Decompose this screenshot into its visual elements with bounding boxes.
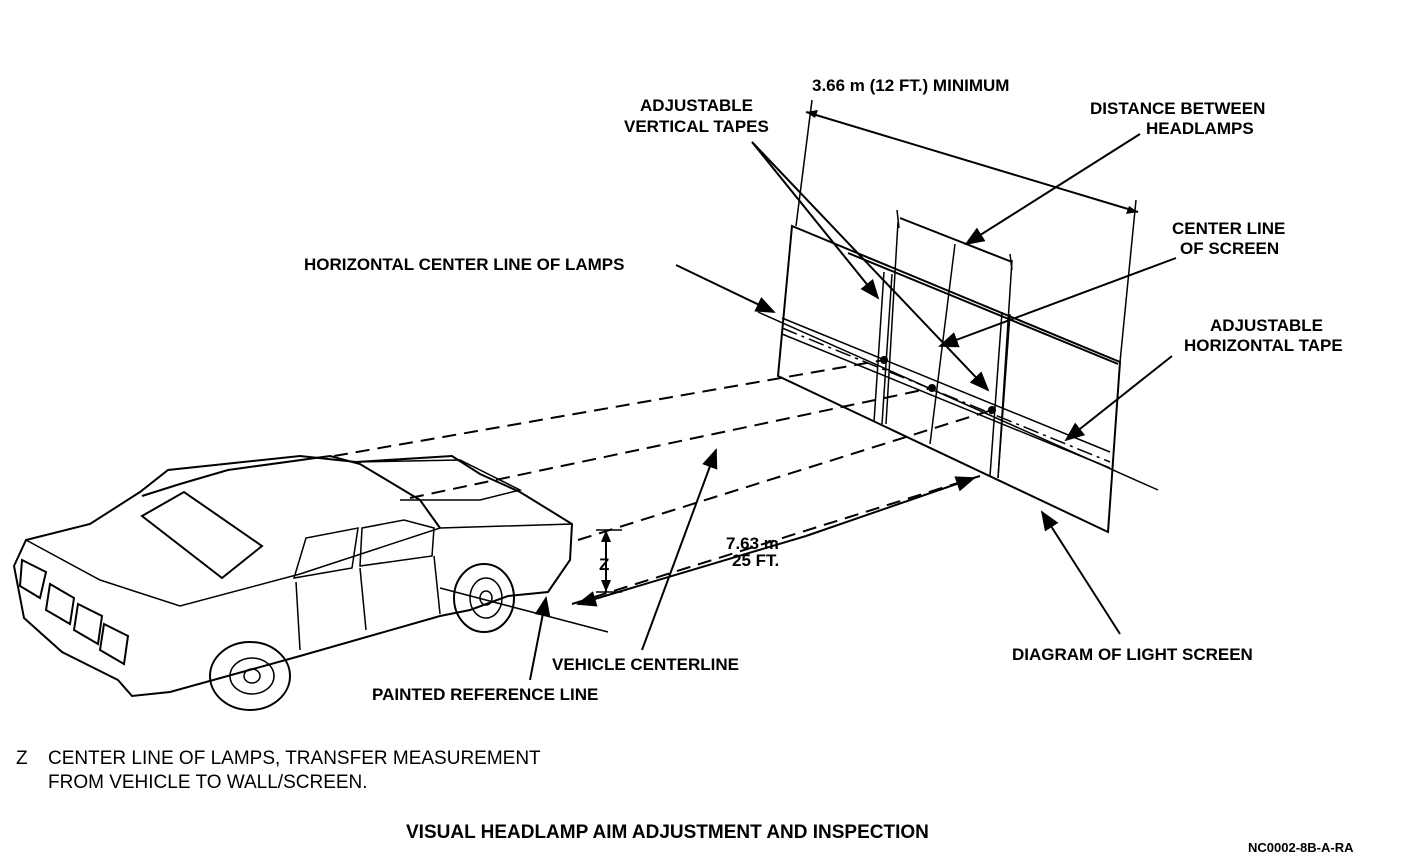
label-distance-25-1: 7.63 m (726, 534, 779, 553)
label-horizontal-tape-1: ADJUSTABLE (1210, 316, 1323, 335)
projection-lines (333, 359, 993, 633)
light-screen (757, 209, 1159, 534)
label-between-headlamps-1: DISTANCE BETWEEN (1090, 99, 1265, 118)
headlamp-distance-dim (899, 217, 1013, 263)
rear-wheel (453, 563, 515, 633)
label-vertical-tapes-1: ADJUSTABLE (640, 96, 753, 115)
front-wheel (209, 641, 291, 711)
label-min-distance: 3.66 m (12 FT.) MINIMUM (812, 76, 1009, 95)
label-vehicle-centerline: VEHICLE CENTERLINE (552, 655, 739, 674)
painted-reference-projection (571, 475, 981, 605)
label-center-screen-1: CENTER LINE (1172, 219, 1285, 238)
lamp-crossing-right (988, 406, 996, 414)
ground-reference-line (439, 587, 609, 633)
screen-centerline (929, 243, 956, 445)
label-distance-25-2: 25 FT. (732, 551, 779, 570)
note-line-1: CENTER LINE OF LAMPS, TRANSFER MEASUREME… (48, 748, 541, 769)
right-vertical-tape (989, 311, 1003, 477)
label-between-headlamps-2: HEADLAMPS (1146, 119, 1254, 138)
leader-arrows (529, 133, 1177, 681)
right-vertical-tape-line (997, 259, 1013, 479)
label-vertical-tapes-2: VERTICAL TAPES (624, 117, 769, 136)
horizontal-tape-line (781, 333, 1111, 469)
left-vertical-tape (873, 271, 885, 423)
label-light-screen: DIAGRAM OF LIGHT SCREEN (1012, 645, 1253, 664)
beam-projection-right (577, 409, 993, 541)
figure-code: NC0002-8B-A-RA (1248, 840, 1354, 855)
headlamp-distance-tick (896, 209, 900, 229)
note-line-2: FROM VEHICLE TO WALL/SCREEN. (48, 772, 368, 793)
horizontal-tape-centerline (781, 327, 1111, 463)
horizontal-tape-line (781, 317, 1111, 453)
label-horizontal-center: HORIZONTAL CENTER LINE OF LAMPS (304, 255, 624, 274)
note-key: Z (16, 748, 28, 769)
vehicle (12, 454, 574, 711)
left-vertical-tape-line (885, 221, 899, 425)
label-z: Z (599, 555, 609, 574)
screen-top-band (847, 252, 1119, 365)
left-vertical-tape (881, 273, 893, 425)
figure-caption: VISUAL HEADLAMP AIM ADJUSTMENT AND INSPE… (406, 822, 929, 843)
label-horizontal-tape-2: HORIZONTAL TAPE (1184, 336, 1343, 355)
label-center-screen-2: OF SCREEN (1180, 239, 1279, 258)
screen-panel (776, 224, 1122, 534)
headlamp-distance-tick (1009, 253, 1013, 271)
label-painted-reference: PAINTED REFERENCE LINE (372, 685, 598, 704)
beam-projection-center (409, 387, 933, 499)
minimum-distance-dimension (795, 99, 1139, 363)
beam-projection-upper (333, 359, 885, 457)
